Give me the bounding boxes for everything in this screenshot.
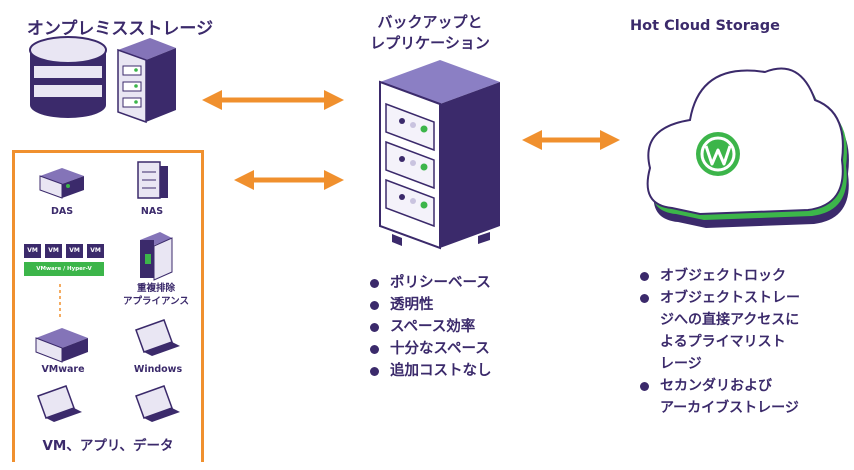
disk-stack-icon	[29, 36, 107, 118]
list-item: オブジェクトロック	[640, 265, 852, 287]
list-item: オブジェクトストレー ジへの直接アクセスに よるプライマリスト レージ	[640, 287, 852, 375]
hot-cloud-storage-title: Hot Cloud Storage	[630, 18, 780, 34]
list-item: 十分なスペース	[370, 338, 580, 360]
list-item-line: セカンダリおよび	[660, 378, 772, 394]
list-item: 追加コストなし	[370, 360, 580, 382]
dedup-label-line2: アプライアンス	[123, 296, 189, 307]
laptop-icon-right	[135, 385, 180, 422]
windows-laptop-icon	[135, 319, 180, 356]
backup-title-line2: レプリケーション	[370, 34, 490, 52]
vmware-server-icon	[35, 328, 88, 363]
list-item-line: オブジェクトロック	[660, 268, 786, 284]
list-item: セカンダリおよび アーカイブストレージ	[640, 375, 852, 419]
vm-chip: VM	[87, 244, 104, 258]
list-item: ポリシーベース	[370, 272, 580, 294]
laptop-icon-left	[37, 385, 82, 422]
double-arrow-bottom	[234, 170, 344, 190]
dedup-appliance-icon	[140, 232, 173, 281]
hypervisor-label: VMware / Hyper-V	[36, 266, 92, 272]
double-arrow-top	[202, 90, 344, 110]
vm-chip: VM	[45, 244, 62, 258]
list-item: 透明性	[370, 294, 580, 316]
das-label: DAS	[50, 206, 74, 217]
sources-footer-label: VM、アプリ、データ	[42, 438, 174, 454]
list-item-line: アーカイブストレージ	[660, 400, 799, 416]
list-item-line: よるプライマリスト	[660, 334, 786, 350]
backup-replication-title: バックアップと レプリケーション	[330, 12, 530, 54]
list-item-line: レージ	[660, 356, 702, 372]
list-item-line: オブジェクトストレー	[660, 290, 800, 306]
list-item-line: ジへの直接アクセスに	[660, 312, 800, 328]
das-device-icon	[39, 168, 84, 199]
cloud-feature-list: オブジェクトロック オブジェクトストレー ジへの直接アクセスに よるプライマリス…	[640, 265, 852, 419]
nas-device-icon	[137, 161, 168, 199]
backup-feature-list: ポリシーベース 透明性 スペース効率 十分なスペース 追加コストなし	[370, 272, 580, 382]
onprem-storage-title: オンプレミスストレージ	[26, 19, 214, 39]
sources-frame	[12, 150, 204, 462]
vmware-label: VMware	[41, 364, 85, 375]
backup-server-icon	[379, 60, 500, 250]
vm-chip-row: VM VM VM VM	[24, 244, 104, 258]
vm-chip: VM	[24, 244, 41, 258]
list-item: スペース効率	[370, 316, 580, 338]
windows-label: Windows	[133, 364, 183, 375]
dedup-label-line1: 重複排除	[136, 283, 175, 294]
small-server-icon	[117, 38, 176, 124]
nas-label: NAS	[140, 206, 164, 217]
vm-chip: VM	[66, 244, 83, 258]
backup-title-line1: バックアップと	[377, 13, 483, 31]
cloud-icon	[646, 67, 849, 228]
hypervisor-block	[24, 262, 104, 276]
dedup-label: 重複排除 アプライアンス	[106, 282, 206, 308]
double-arrow-cloud	[522, 130, 620, 150]
